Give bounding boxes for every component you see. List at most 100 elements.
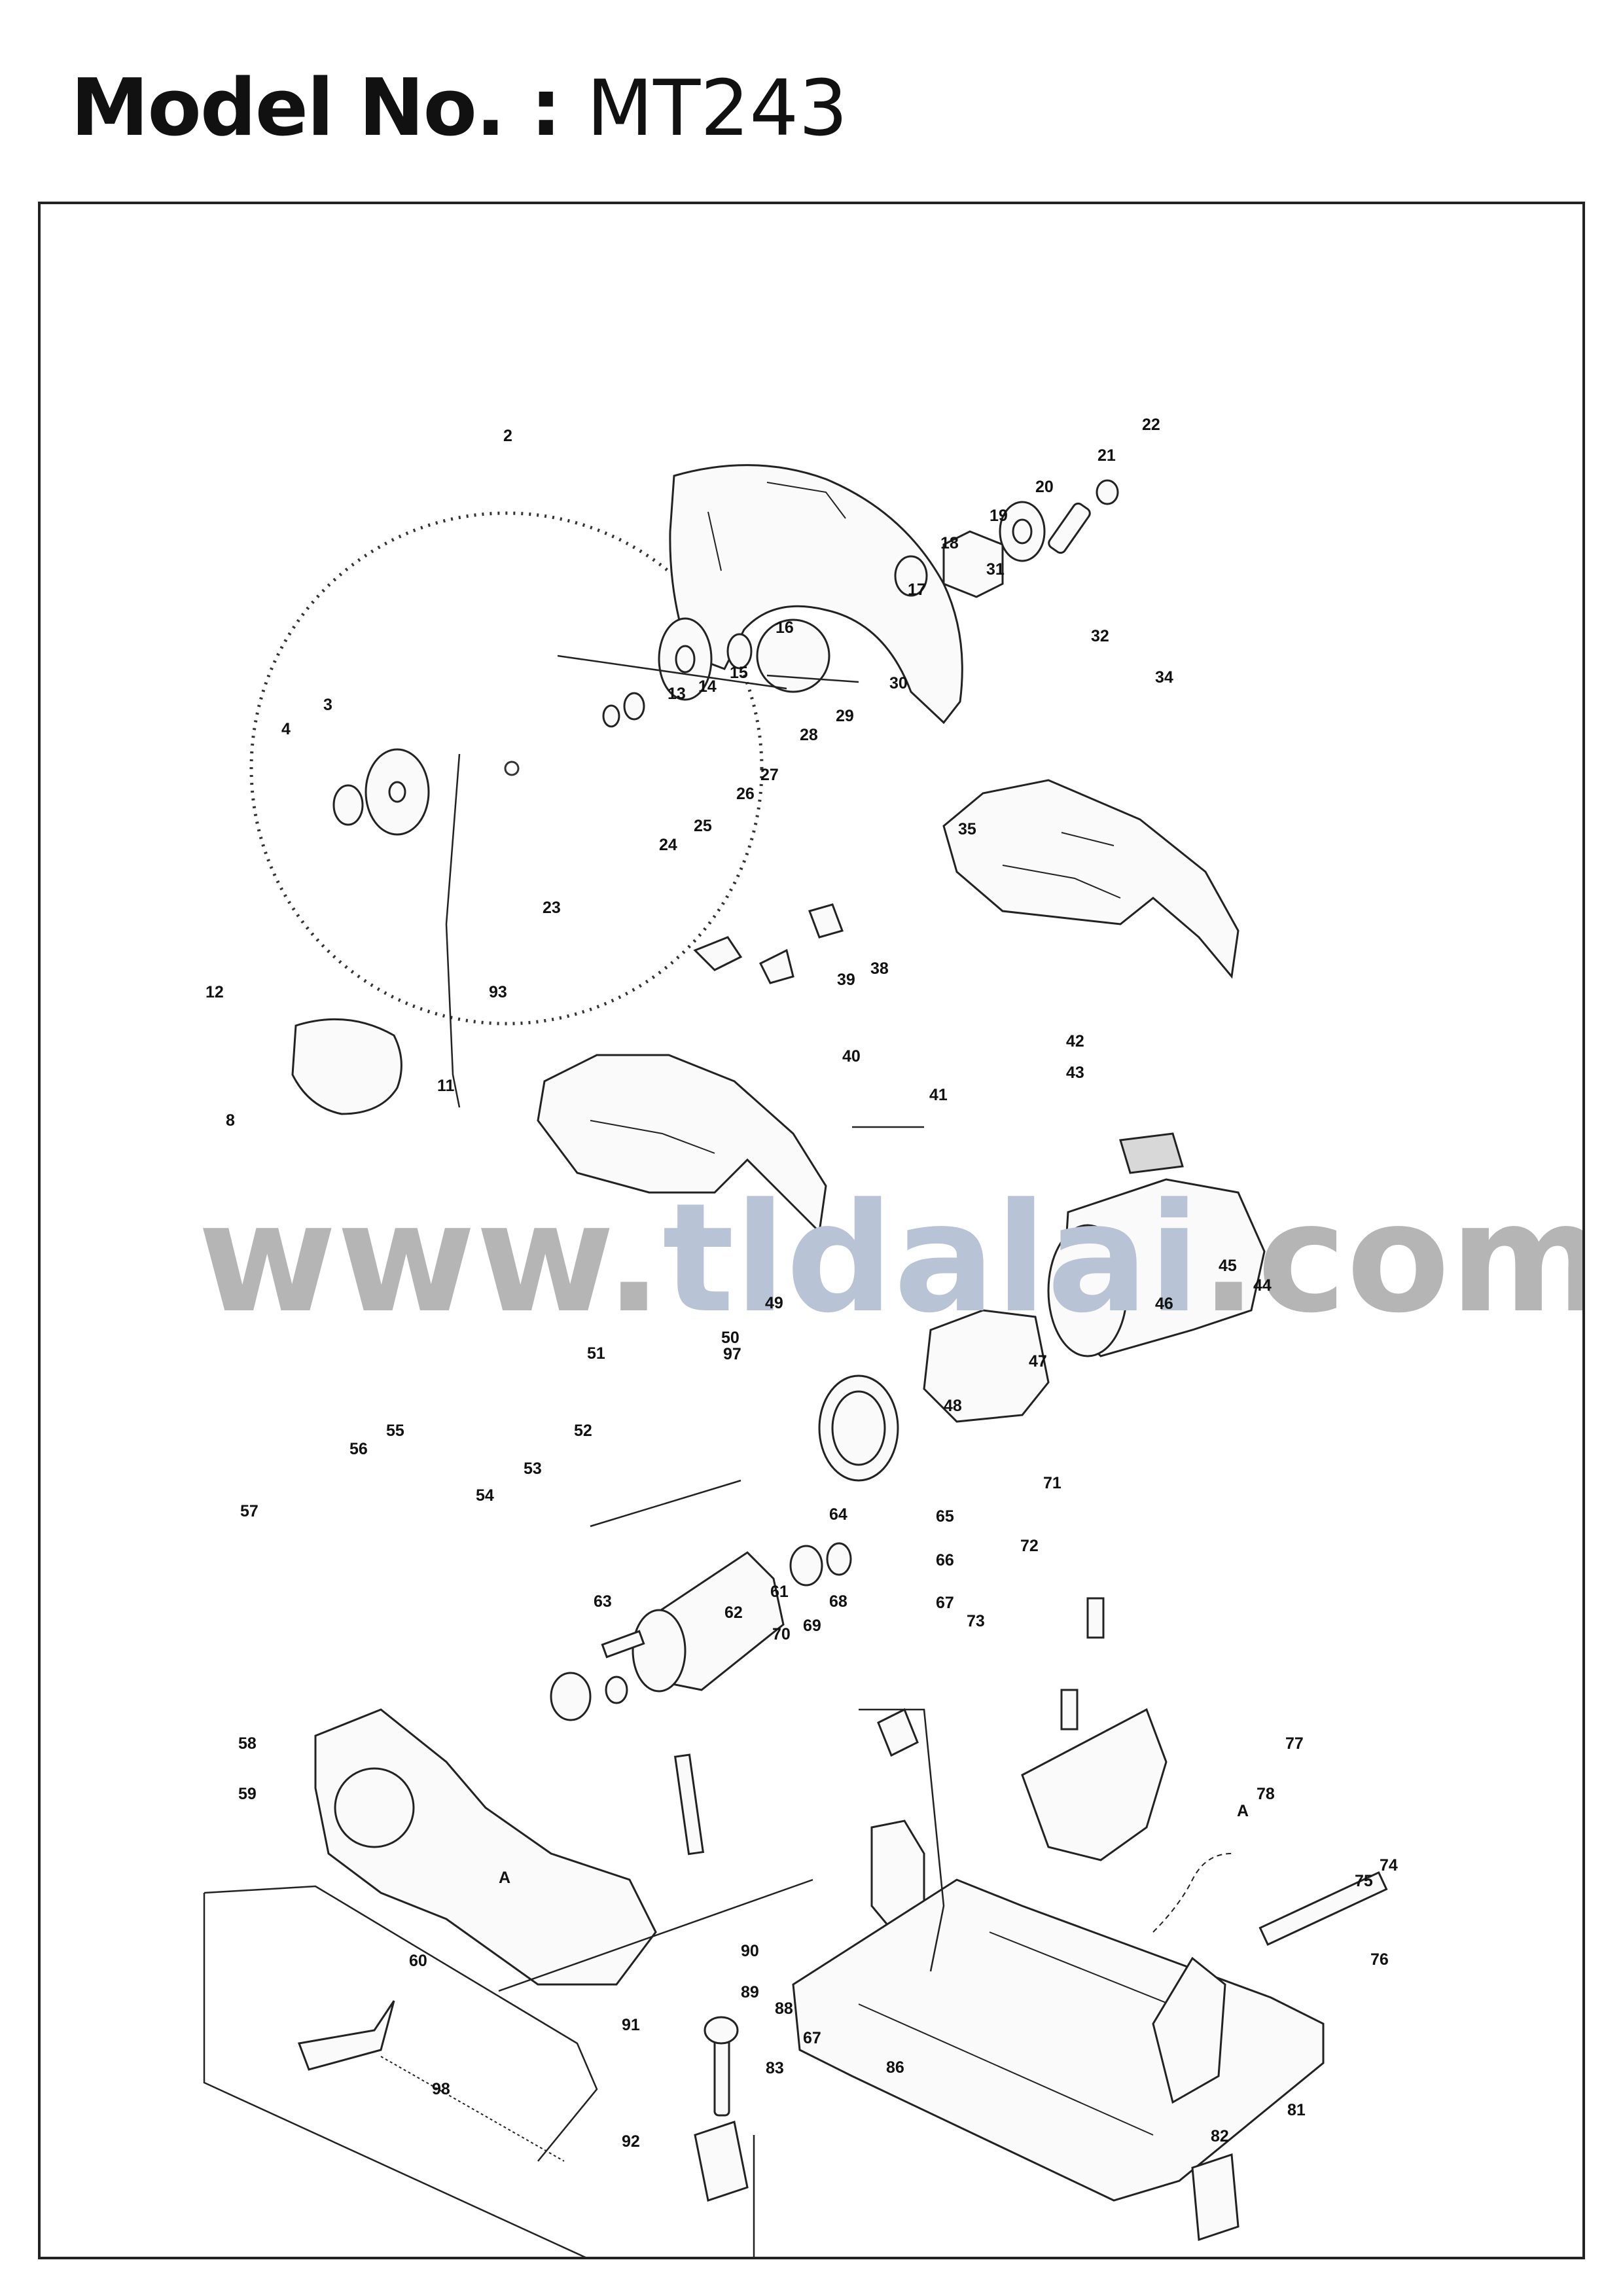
part-label-44: 44: [1253, 1276, 1272, 1295]
part-label-25: 25: [694, 817, 712, 835]
part-label-22: 22: [1142, 416, 1160, 434]
part-label-4: 4: [281, 720, 291, 738]
diagram-frame: www.tldalai.com 2 3 4 8 11 12 13 14 15 1…: [38, 202, 1585, 2259]
part-label-28: 28: [800, 726, 818, 744]
watermark: www.tldalai.com: [198, 1172, 1582, 1346]
part-label-48: 48: [944, 1397, 962, 1415]
part-label-3: 3: [323, 696, 332, 714]
group-lines: [203, 655, 945, 2257]
part-label-14: 14: [698, 677, 717, 696]
part-label-49: 49: [765, 1294, 783, 1312]
part-label-81: 81: [1287, 2101, 1306, 2119]
part-label-46: 46: [1155, 1295, 1173, 1313]
part-label-32: 32: [1091, 627, 1109, 645]
part-label-59: 59: [238, 1785, 257, 1803]
part-label-78: 78: [1257, 1785, 1275, 1803]
part-label-23: 23: [543, 899, 561, 917]
part-labels: 2 3 4 8 11 12 13 14 15 16 17 18 19 20 21…: [205, 416, 1398, 2151]
part-label-67: 67: [936, 1594, 954, 1612]
switch-drawing: [693, 903, 844, 984]
part-label-92: 92: [622, 2132, 640, 2151]
part-label-38: 38: [870, 960, 889, 978]
armature-drawing: [550, 1542, 852, 1721]
part-label-75: 75: [1355, 1872, 1373, 1890]
field-coil-drawing: [818, 1309, 1050, 1482]
part-label-98: 98: [432, 2080, 450, 2098]
part-label-45: 45: [1219, 1257, 1237, 1275]
part-label-74: 74: [1380, 1856, 1398, 1874]
part-label-40: 40: [842, 1047, 861, 1066]
part-label-72: 72: [1020, 1537, 1039, 1555]
part-label-34: 34: [1155, 668, 1173, 687]
part-label-31: 31: [986, 560, 1005, 579]
part-label-A-right: A: [1237, 1802, 1249, 1820]
part-label-27: 27: [760, 766, 779, 784]
part-label-69: 69: [803, 1617, 821, 1635]
part-label-12: 12: [205, 983, 224, 1001]
part-label-19: 19: [990, 507, 1008, 525]
part-label-97: 97: [723, 1345, 741, 1363]
page-header: Model No. : MT243: [71, 63, 847, 174]
part-label-30: 30: [889, 674, 908, 692]
watermark-prefix: www.: [198, 1172, 662, 1346]
part-label-90: 90: [741, 1942, 759, 1960]
part-label-63: 63: [594, 1592, 612, 1611]
part-label-47: 47: [1029, 1352, 1047, 1371]
part-label-58: 58: [238, 1734, 257, 1753]
part-label-11: 11: [437, 1077, 455, 1095]
watermark-brand: tldalai: [662, 1172, 1200, 1346]
part-label-54: 54: [476, 1486, 494, 1505]
part-label-82: 82: [1211, 2127, 1229, 2145]
lower-guard-drawing: [291, 1018, 402, 1115]
part-label-53: 53: [524, 1460, 542, 1478]
part-label-93: 93: [489, 983, 507, 1001]
part-label-68: 68: [829, 1592, 847, 1611]
guide-plate-drawing: [1021, 1597, 1168, 1861]
part-label-76: 76: [1370, 1950, 1389, 1969]
part-label-70: 70: [772, 1625, 791, 1643]
upper-handle-half-drawing: [942, 779, 1240, 979]
base-drawing: [792, 1878, 1325, 2202]
part-label-83: 83: [766, 2059, 784, 2077]
part-label-91: 91: [622, 2016, 640, 2034]
part-label-77: 77: [1285, 1734, 1304, 1753]
part-label-39: 39: [837, 971, 855, 989]
part-label-55: 55: [386, 1422, 404, 1440]
part-label-42: 42: [1066, 1032, 1084, 1050]
part-label-71: 71: [1043, 1474, 1061, 1492]
part-label-35: 35: [958, 820, 976, 838]
part-label-29: 29: [836, 707, 854, 725]
gear-housing-drawing: [314, 1708, 657, 1986]
lower-handle-half-drawing: [537, 1054, 827, 1234]
part-label-52: 52: [574, 1422, 592, 1440]
part-label-21: 21: [1097, 446, 1116, 465]
outer-flange-drawing: [332, 748, 430, 836]
part-label-89: 89: [741, 1983, 759, 2001]
gear-bearing-drawing: [894, 479, 1119, 598]
part-label-2: 2: [503, 427, 512, 445]
part-label-88: 88: [775, 2000, 793, 2018]
part-label-60: 60: [409, 1952, 427, 1970]
part-label-16: 16: [776, 619, 794, 637]
part-label-26: 26: [736, 785, 755, 803]
part-label-24: 24: [659, 836, 677, 854]
fence-clamp-drawing: [694, 2016, 1240, 2242]
part-label-8: 8: [226, 1111, 235, 1130]
part-label-A-left: A: [499, 1869, 510, 1887]
motor-housing-drawing: [1047, 1132, 1266, 1357]
part-label-18: 18: [940, 534, 959, 552]
inner-flange-drawing: [602, 617, 753, 728]
part-label-64: 64: [829, 1505, 847, 1524]
part-label-66: 66: [936, 1551, 954, 1570]
model-number-value: MT243: [586, 63, 848, 153]
part-label-73: 73: [967, 1612, 985, 1630]
watermark-suffix: .com: [1200, 1172, 1582, 1346]
part-label-17: 17: [908, 581, 926, 599]
part-label-51: 51: [587, 1344, 605, 1363]
part-label-50: 50: [721, 1329, 740, 1347]
part-label-65: 65: [936, 1507, 954, 1526]
vise-bracket-drawing: [673, 1708, 925, 1946]
exploded-parts-diagram: www.tldalai.com 2 3 4 8 11 12 13 14 15 1…: [198, 416, 1582, 2257]
part-label-67b: 67: [803, 2029, 821, 2047]
part-label-43: 43: [1066, 1064, 1084, 1082]
